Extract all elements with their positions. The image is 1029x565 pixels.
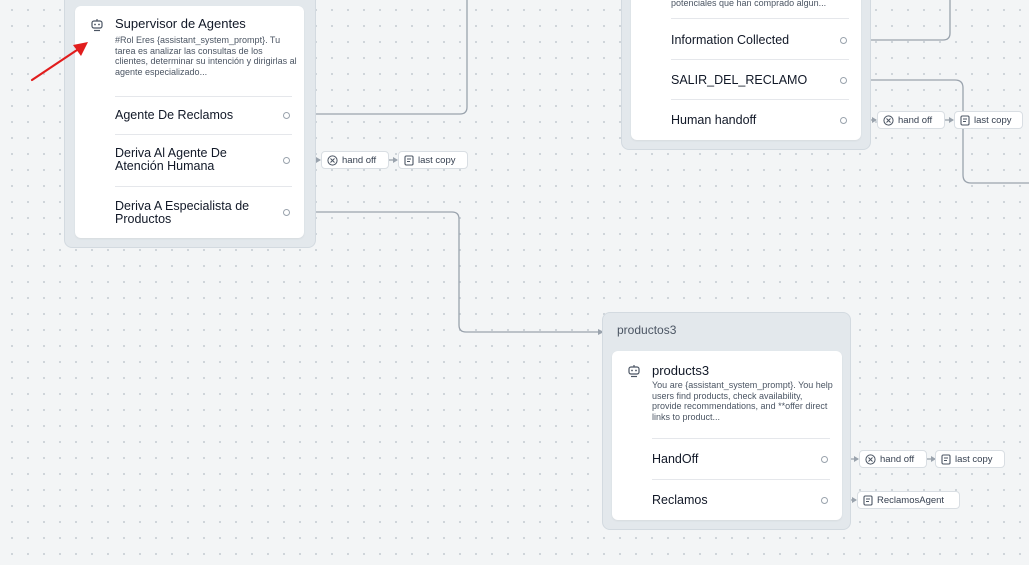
route-human-handoff[interactable]: Human handoff: [671, 99, 849, 139]
supervisor-copy-chip[interactable]: last copy: [398, 151, 468, 169]
arrowhead-products-copy: [931, 456, 936, 462]
arrowhead-human-handoff: [872, 117, 877, 123]
handoff-circle-x-icon: [327, 154, 338, 166]
arrowhead-supervisor-copy: [393, 157, 398, 163]
human-handoff-chip[interactable]: hand off: [877, 111, 945, 129]
robot-icon: [91, 19, 103, 32]
products3-agent-name: products3: [652, 363, 710, 378]
supervisor-agent-card[interactable]: Supervisor de Agentes #Rol Eres {assista…: [75, 6, 304, 238]
arrowhead-supervisor-handoff: [316, 157, 321, 163]
chip-label: hand off: [880, 453, 915, 465]
route-label: Human handoff: [671, 113, 757, 127]
top-right-agent-card[interactable]: potenciales que han comprado algun... In…: [631, 0, 861, 140]
chip-label: hand off: [898, 114, 933, 126]
reclamos-agent-chip[interactable]: ReclamosAgent: [857, 491, 960, 509]
route-output-port[interactable]: [840, 77, 847, 84]
route-output-port[interactable]: [821, 497, 828, 504]
supervisor-handoff-chip[interactable]: hand off: [321, 151, 389, 169]
route-reclamos[interactable]: Reclamos: [652, 479, 830, 520]
products3-agent-card[interactable]: products3 You are {assistant_system_prom…: [612, 351, 842, 520]
robot-icon: [628, 365, 640, 378]
chip-label: last copy: [955, 453, 993, 465]
chip-label: last copy: [974, 114, 1012, 126]
arrowhead-human-copy: [949, 117, 954, 123]
route-atencion-humana[interactable]: Deriva Al Agente De Atención Humana: [115, 134, 292, 186]
document-copy-icon: [941, 453, 951, 465]
route-output-port[interactable]: [840, 37, 847, 44]
supervisor-agent-description: #Rol Eres {assistant_system_prompt}. Tu …: [115, 35, 297, 77]
arrowhead-productos: [598, 329, 604, 335]
route-output-port[interactable]: [821, 456, 828, 463]
wire-productos: [306, 211, 598, 333]
route-information-collected[interactable]: Information Collected: [671, 18, 849, 58]
route-handoff[interactable]: HandOff: [652, 438, 830, 479]
chip-label: ReclamosAgent: [877, 494, 945, 506]
route-label: Information Collected: [671, 33, 790, 47]
arrowhead-products-reclamos: [852, 497, 857, 503]
route-label: SALIR_DEL_RECLAMO: [671, 73, 808, 87]
wire-information-collected: [860, 0, 951, 41]
document-copy-icon: [863, 494, 873, 506]
route-label: Deriva Al Agente De Atención Humana: [115, 146, 227, 173]
top-right-description-tail: potenciales que han comprado algun...: [671, 0, 827, 8]
arrowhead-products-handoff: [854, 456, 859, 462]
human-copy-chip[interactable]: last copy: [954, 111, 1023, 129]
route-especialista-productos[interactable]: Deriva A Especialista de Productos: [115, 186, 292, 238]
route-label: Agente De Reclamos: [115, 108, 234, 122]
route-salir-del-reclamo[interactable]: SALIR_DEL_RECLAMO: [671, 59, 849, 99]
route-label: Reclamos: [652, 493, 708, 507]
route-agente-de-reclamos[interactable]: Agente De Reclamos: [115, 96, 292, 134]
document-copy-icon: [404, 154, 414, 166]
route-output-port[interactable]: [840, 117, 847, 124]
products-copy-chip[interactable]: last copy: [935, 450, 1005, 468]
wire-salir: [860, 79, 1029, 184]
products3-agent-description: You are {assistant_system_prompt}. You h…: [652, 380, 833, 422]
route-output-port[interactable]: [283, 209, 290, 216]
products-handoff-chip[interactable]: hand off: [859, 450, 927, 468]
route-output-port[interactable]: [283, 112, 290, 119]
supervisor-agent-name: Supervisor de Agentes: [115, 16, 246, 31]
handoff-circle-x-icon: [883, 114, 894, 126]
document-copy-icon: [960, 114, 970, 126]
handoff-circle-x-icon: [865, 453, 876, 465]
wire-reclamos: [306, 0, 468, 115]
route-label: HandOff: [652, 452, 699, 466]
chip-label: hand off: [342, 154, 377, 166]
chip-label: last copy: [418, 154, 456, 166]
annotation-arrow: [30, 42, 88, 82]
route-output-port[interactable]: [283, 157, 290, 164]
route-label: Deriva A Especialista de Productos: [115, 199, 250, 226]
group-title: productos3: [617, 323, 677, 337]
